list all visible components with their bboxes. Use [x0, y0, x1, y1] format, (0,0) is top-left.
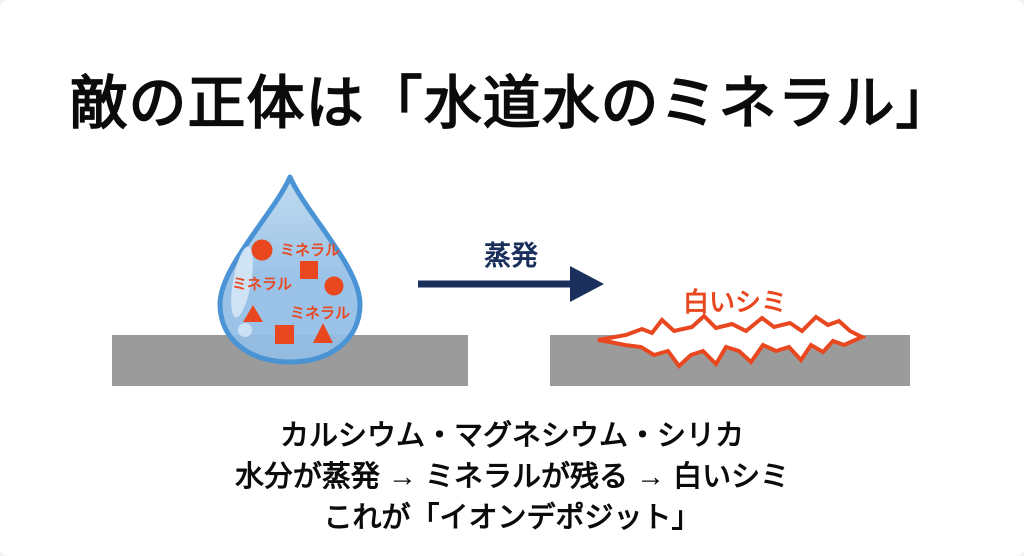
- mineral-triangle-icon: [313, 323, 333, 343]
- note-line: 水分が蒸発 → ミネラルが残る → 白いシミ: [234, 461, 790, 493]
- droplet-highlight-dot: [238, 323, 252, 337]
- page-title: 敵の正体は「水道水のミネラル」: [69, 71, 955, 136]
- mineral-circle-icon: [251, 239, 273, 261]
- evaporation-arrow-icon: [418, 266, 604, 302]
- note-line: カルシウム・マグネシウム・シリカ: [279, 420, 744, 452]
- evaporation-label: 蒸発: [484, 241, 538, 271]
- stain-shape: [597, 313, 867, 369]
- white-stain-icon: [597, 313, 867, 369]
- mineral-label: ミネラル: [280, 242, 340, 259]
- mineral-triangle-icon: [243, 305, 263, 322]
- mineral-square-icon: [300, 261, 318, 279]
- note-line: これが「イオンデポジット」: [323, 502, 701, 534]
- notes-block: カルシウム・マグネシウム・シリカ 水分が蒸発 → ミネラルが残る → 白いシミ …: [0, 416, 1024, 539]
- mineral-label: ミネラル: [232, 276, 292, 293]
- mineral-label: ミネラル: [290, 305, 350, 322]
- mineral-square-icon: [275, 325, 294, 344]
- mineral-circle-icon: [324, 276, 344, 296]
- water-droplet-icon: ミネラル ミネラル ミネラル: [217, 174, 363, 365]
- droplet-highlight: [231, 246, 253, 318]
- stain-label: 白いシミ: [682, 287, 787, 317]
